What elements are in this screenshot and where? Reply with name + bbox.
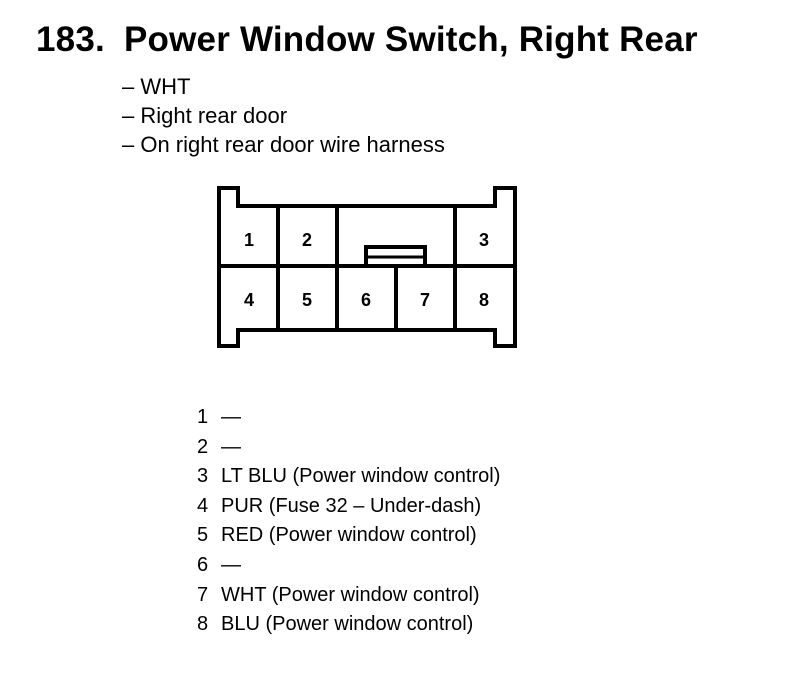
pin-row: 4 PUR (Fuse 32 – Under-dash) — [197, 492, 500, 522]
pin-row: 6— — [197, 551, 500, 581]
pin-row: 5 RED (Power window control) — [197, 521, 500, 551]
connector-housing — [217, 186, 517, 348]
pin-description: — — [221, 406, 241, 428]
pin-description: RED (Power window control) — [221, 524, 477, 547]
info-location: – Right rear door — [122, 103, 288, 128]
connector-pin-4: 4 — [244, 290, 254, 310]
pin-description: WHT (Power window control) — [221, 583, 480, 606]
pin-description: — — [221, 435, 241, 458]
connector-pin-3: 3 — [479, 230, 489, 250]
pin-description: BLU (Power window control) — [221, 613, 474, 636]
pin-description: PUR (Fuse 32 – Under-dash) — [221, 494, 482, 517]
title-text: Power Window Switch, Right Rear — [124, 20, 698, 59]
page-title: 183. Power Window Switch, Right Rear — [36, 20, 698, 60]
info-harness: – On right rear door wire harness — [122, 132, 445, 157]
pin-row: 1— — [197, 403, 500, 433]
pin-row: 7 WHT (Power window control) — [197, 581, 500, 611]
connector-pin-5: 5 — [302, 290, 312, 310]
pin-number: 1 — [197, 406, 209, 428]
pin-number: 2 — [197, 435, 209, 458]
title-number: 183. — [36, 20, 105, 59]
pin-description: LT BLU (Power window control) — [221, 465, 501, 488]
connector-pin-1: 1 — [244, 230, 254, 250]
pin-row: 8 BLU (Power window control) — [197, 610, 500, 640]
pin-description: — — [221, 553, 241, 576]
connector-pin-6: 6 — [361, 290, 371, 310]
pin-number: 6 — [197, 553, 209, 576]
connector-pin-7: 7 — [420, 290, 430, 310]
connector-pin-8: 8 — [479, 290, 489, 310]
pin-number: 8 — [197, 613, 209, 636]
pin-row: 3 LT BLU (Power window control) — [197, 462, 500, 492]
pin-number: 4 — [197, 494, 209, 517]
pin-number: 3 — [197, 465, 209, 488]
connector-info: – WHT – Right rear door – On right rear … — [122, 72, 445, 159]
pin-number: 7 — [197, 583, 209, 606]
pin-row: 2— — [197, 433, 500, 463]
info-color: – WHT — [122, 74, 191, 99]
connector-pin-2: 2 — [302, 230, 312, 250]
pin-number: 5 — [197, 524, 209, 547]
